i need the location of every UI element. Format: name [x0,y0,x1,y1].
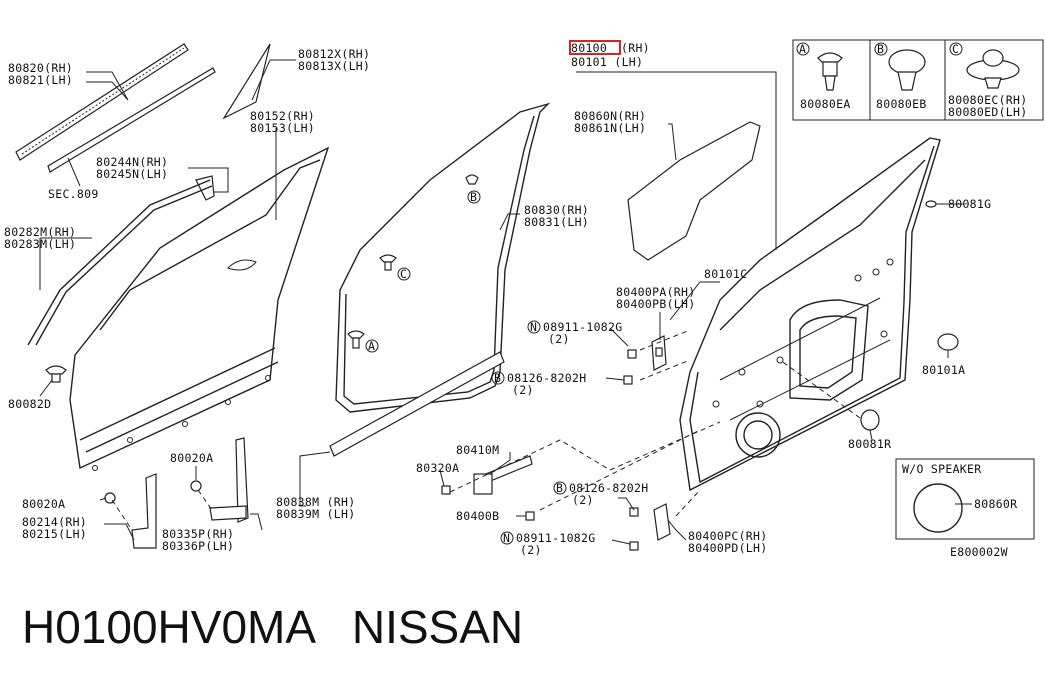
footer-part-number: H0100HV0MA [22,601,314,653]
label-80101: 80101 (LH) [571,55,643,69]
clip-b-icon [888,49,926,91]
label-80215: 80215(LH) [22,527,87,541]
label-80410m: 80410M [456,443,499,457]
diagram-code: E800002W [950,545,1008,559]
label-80080ed: 80080ED(LH) [948,105,1027,119]
label-80153: 80153(LH) [250,121,315,135]
callout-b: B [470,190,477,204]
label-80838: 80838M (RH) [276,495,355,509]
bolt-upper-icon [623,349,637,385]
weatherstrip-clip-a-icon [347,330,365,349]
callout-n-lower: N [503,531,510,545]
part-labels: 80820(RH) 80821(LH) SEC.809 80244N(RH) 8… [4,41,1027,559]
label-80839: 80839M (LH) [276,507,355,521]
parts-diagram: A B C A C B N B B N 80820(RH) 80821(LH) … [4,39,1044,559]
label-80830: 80830(RH) [524,203,589,217]
label-08911-upper: 08911-1082G [543,320,622,334]
label-80861: 80861N(LH) [574,121,646,135]
label-80081g: 80081G [948,197,991,211]
label-80400pc: 80400PC(RH) [688,529,767,543]
label-80080ec: 80080EC(RH) [948,93,1027,107]
outer-weatherstrip [27,179,211,346]
callouts: A B C A C B N B B N [365,42,963,545]
footer-brand: NISSAN [351,601,524,653]
lower-hinge [629,503,671,551]
callout-b-bolt-upper: B [494,371,501,385]
leader-lines [39,59,972,545]
label-80082d: 80082D [8,397,51,411]
plug-80101a-icon [937,333,959,351]
clip-80082d-icon [45,365,67,383]
outer-weatherstrip-inner [35,185,213,346]
callout-c: C [400,267,407,281]
belt-molding [15,43,216,173]
label-80335: 80335P(RH) [162,527,234,541]
label-80245: 80245N(LH) [96,167,168,181]
label-80081r: 80081R [848,437,891,451]
weatherstrip-clip-b-icon [465,174,479,185]
label-80020a-left: 80020A [22,497,65,511]
label-80152: 80152(RH) [250,109,315,123]
door-weatherstrip [335,102,551,413]
label-08126-lower: 08126-8202H [569,481,648,495]
footer-caption: H0100HV0MA NISSAN [22,600,523,654]
label-80860: 80860N(RH) [574,109,646,123]
label-80101c: 80101C [704,267,747,281]
label-80320a: 80320A [416,461,459,475]
label-80400pd: 80400PD(LH) [688,541,767,555]
assembly-dash-lines [111,329,861,531]
callout-b-bolt-lower: B [556,481,563,495]
callout-a-legend: A [799,42,806,56]
label-08911-upper-qty: (2) [548,332,570,346]
callout-c-legend: C [952,42,959,56]
label-80100-side: (RH) [621,41,650,55]
label-08126-lower-qty: (2) [572,493,594,507]
label-80100: 80100 [571,41,607,55]
label-80283: 80283M(LH) [4,237,76,251]
label-80080eb: 80080EB [876,97,927,111]
label-80336: 80336P(LH) [162,539,234,553]
label-80080ea: 80080EA [800,97,851,111]
label-80820: 80820(RH) [8,61,73,75]
plug-80081g-icon [925,200,937,208]
clip-c-icon [966,49,1020,89]
label-80282: 80282M(RH) [4,225,76,239]
callout-a: A [368,339,375,353]
callout-n-upper: N [530,320,537,334]
label-80214: 80214(RH) [22,515,87,529]
label-80101a: 80101A [922,363,965,377]
label-80400pa: 80400PA(RH) [616,285,695,299]
lower-molding [329,351,505,457]
label-08126-upper: 08126-8202H [507,371,586,385]
label-sec809: SEC.809 [48,187,99,201]
upper-hinge [651,335,667,371]
door-inner-frame [679,137,941,492]
label-wo-speaker: W/O SPEAKER [902,462,981,476]
label-80400b: 80400B [456,509,499,523]
plug-80081r-icon [860,409,880,431]
label-80813: 80813X(LH) [298,59,370,73]
callout-b-legend: B [877,42,884,56]
sash-cover [222,43,271,120]
sash-bracket [131,437,249,549]
door-outer-panel [69,146,330,471]
label-80020a-right: 80020A [170,451,213,465]
label-08911-lower-qty: (2) [520,543,542,557]
label-08911-lower: 08911-1082G [516,531,595,545]
molding-clip [195,175,215,201]
label-80831: 80831(LH) [524,215,589,229]
sealing-screen [627,121,761,261]
label-08126-upper-qty: (2) [512,383,534,397]
label-80244: 80244N(RH) [96,155,168,169]
fastener-legend [792,39,1044,121]
clip-a-icon [817,52,843,91]
highlight-box [569,40,621,55]
label-80860r: 80860R [974,497,1017,511]
label-80812: 80812X(RH) [298,47,370,61]
label-80821: 80821(LH) [8,73,73,87]
without-speaker-box [895,458,1035,540]
weatherstrip-clip-c-icon [379,254,397,271]
label-80400pb: 80400PB(LH) [616,297,695,311]
